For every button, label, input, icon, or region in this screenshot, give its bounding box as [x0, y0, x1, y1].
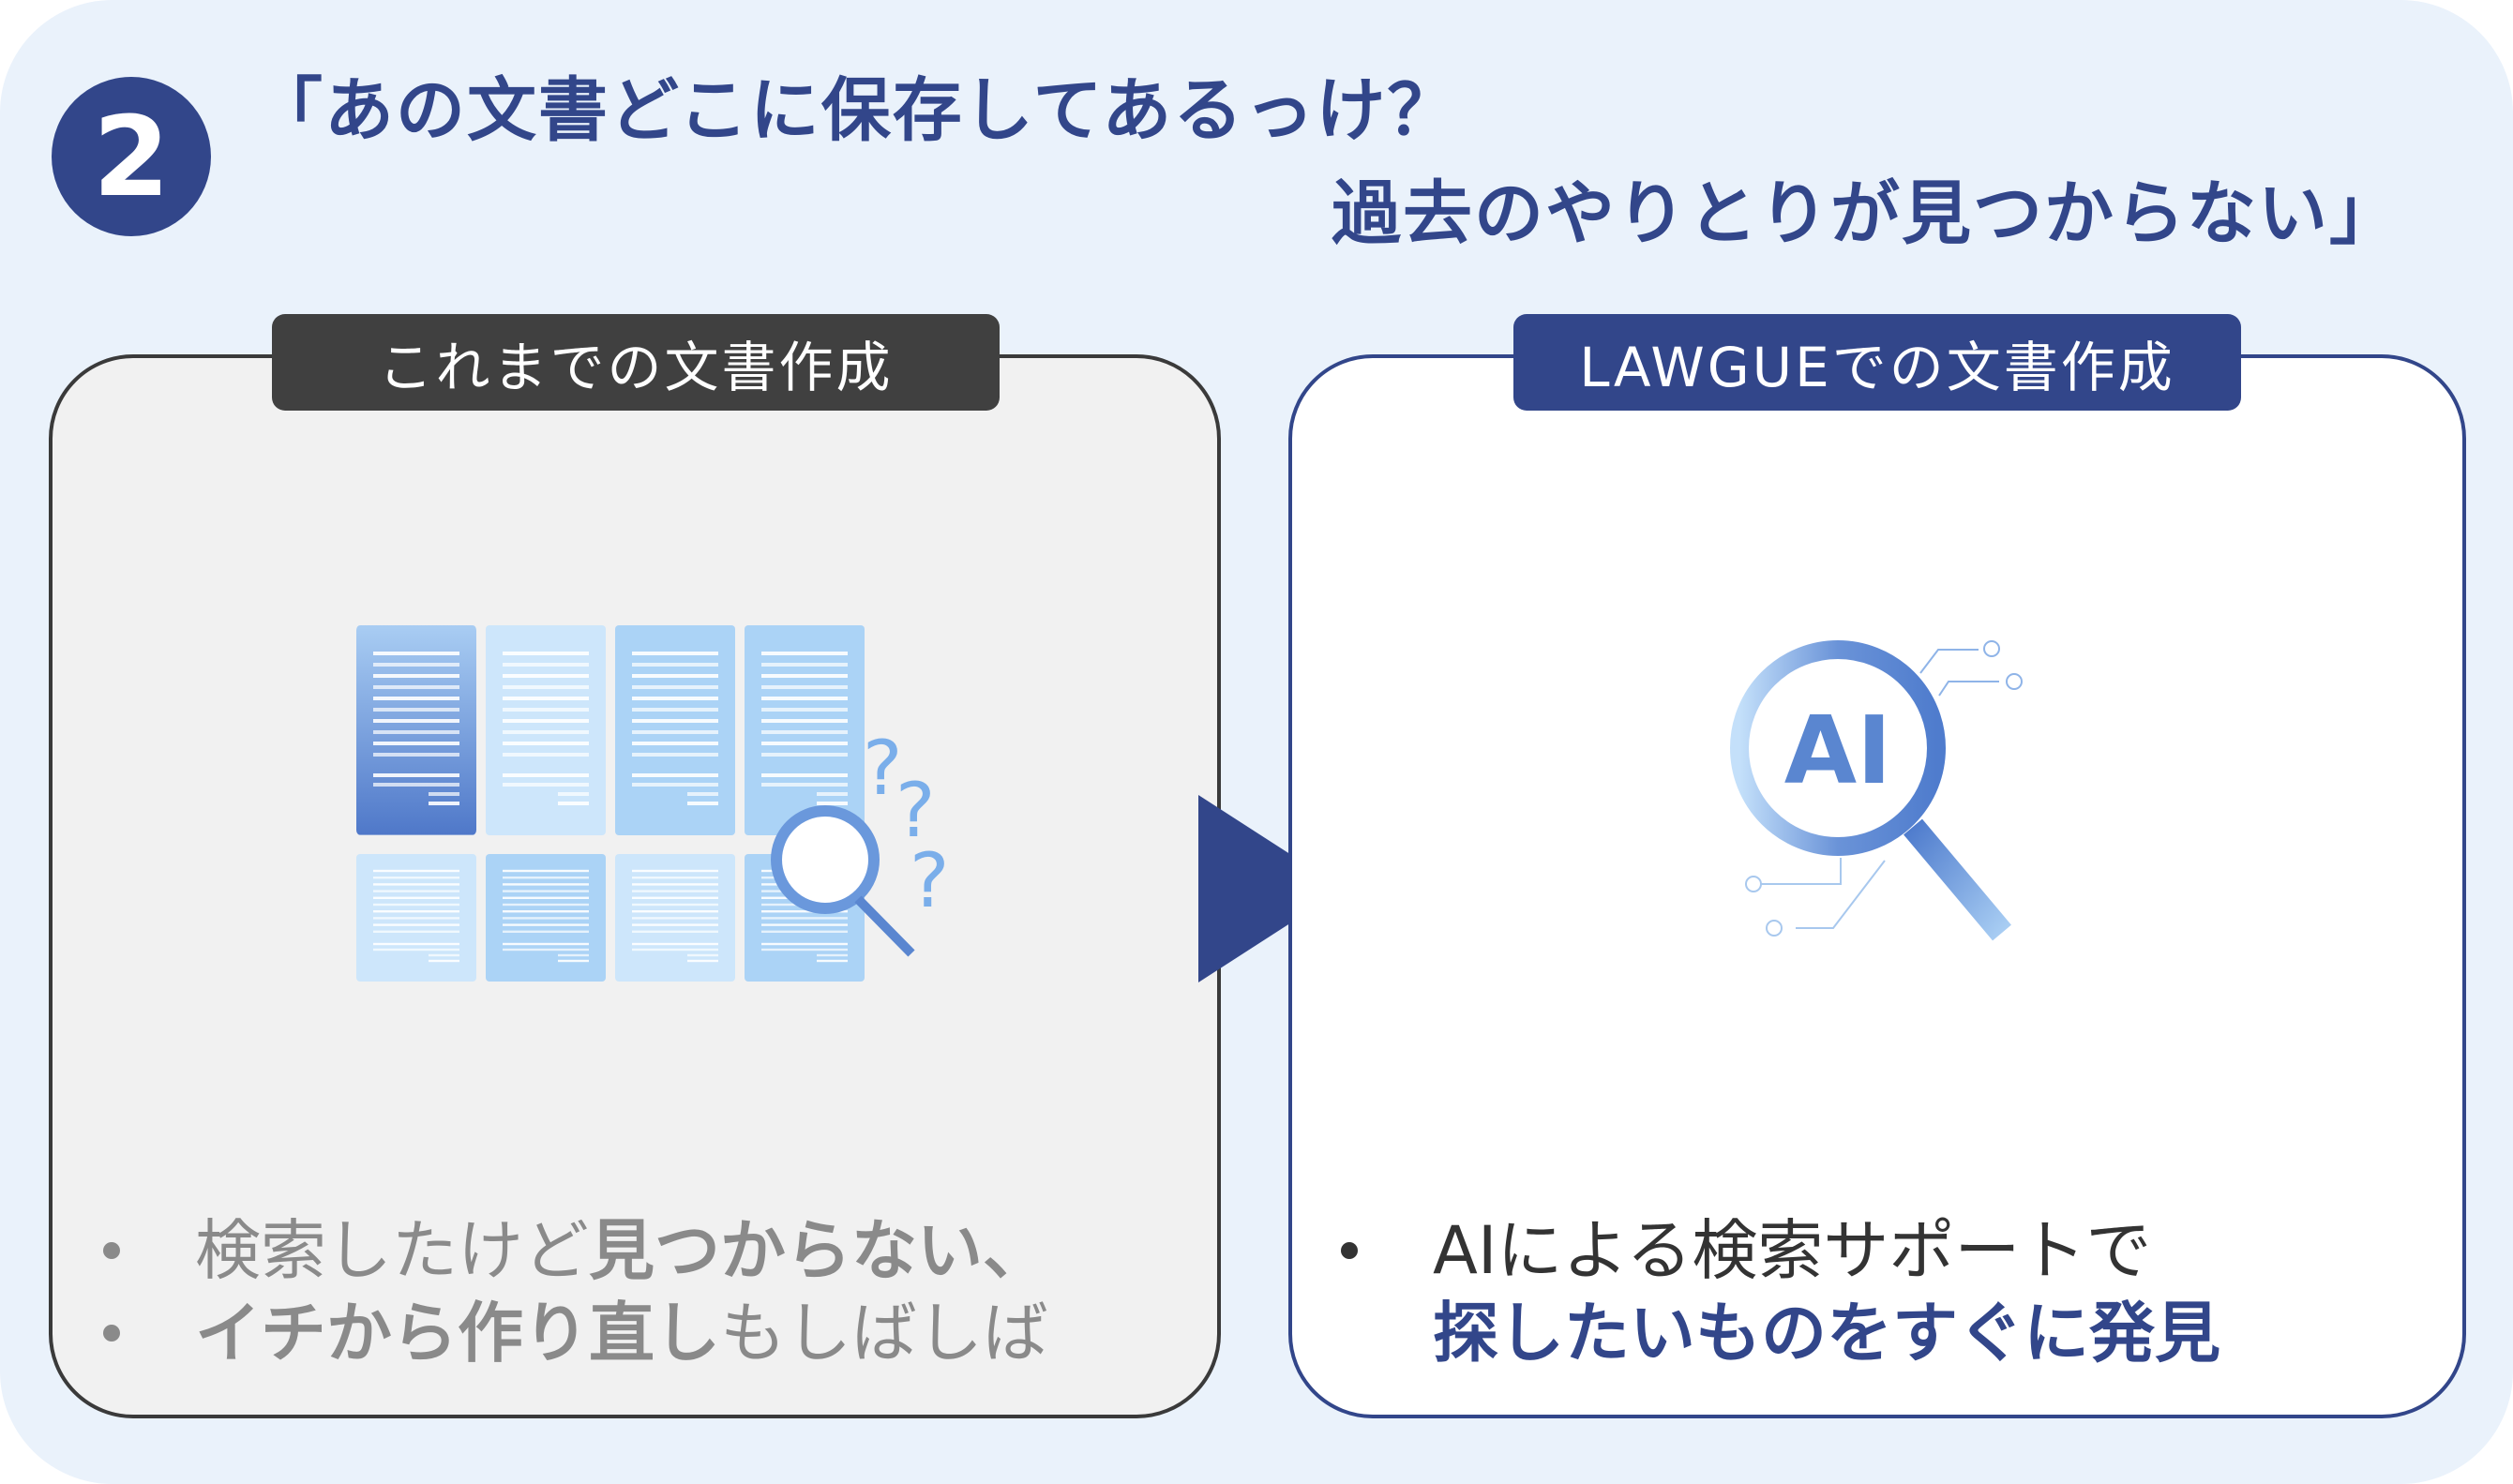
svg-text:?: ?: [895, 767, 935, 854]
bullet-dot: [103, 1242, 120, 1259]
bullet-item: イチから作り直しもしばしば: [103, 1292, 1048, 1374]
bullet-item: AIによる検索サポートで: [1341, 1209, 2220, 1292]
tag-before: これまでの文書作成: [272, 314, 1000, 411]
step-number: 2: [92, 92, 171, 221]
svg-text:?: ?: [910, 837, 949, 924]
bullet-dot: [1341, 1242, 1358, 1259]
ai-magnifier-icon: AI: [1716, 609, 2072, 969]
bullet-item-continuation: 探したいものをすぐに発見: [1433, 1295, 2220, 1372]
step-number-badge: 2: [52, 77, 211, 236]
headline-line-2: 過去のやりとりが見つからない」: [1332, 173, 2400, 254]
bullet-dot: [103, 1325, 120, 1342]
headline-line-1: 「あの文書どこに保存してあるっけ？: [253, 70, 1459, 151]
before-bullet-list: 検索したけど見つからない、 イチから作り直しもしばしば: [103, 1209, 1048, 1374]
card-after: [1288, 354, 2466, 1418]
tag-after: LAWGUEでの文書作成: [1513, 314, 2241, 411]
documents-grid-magnifier-question-icon: ? ? ?: [356, 625, 975, 985]
svg-text:AI: AI: [1784, 696, 1892, 805]
after-bullet-list: AIによる検索サポートで 探したいものをすぐに発見: [1341, 1209, 2220, 1374]
bullet-item: 検索したけど見つからない、: [103, 1209, 1048, 1292]
svg-text:?: ?: [863, 725, 902, 812]
